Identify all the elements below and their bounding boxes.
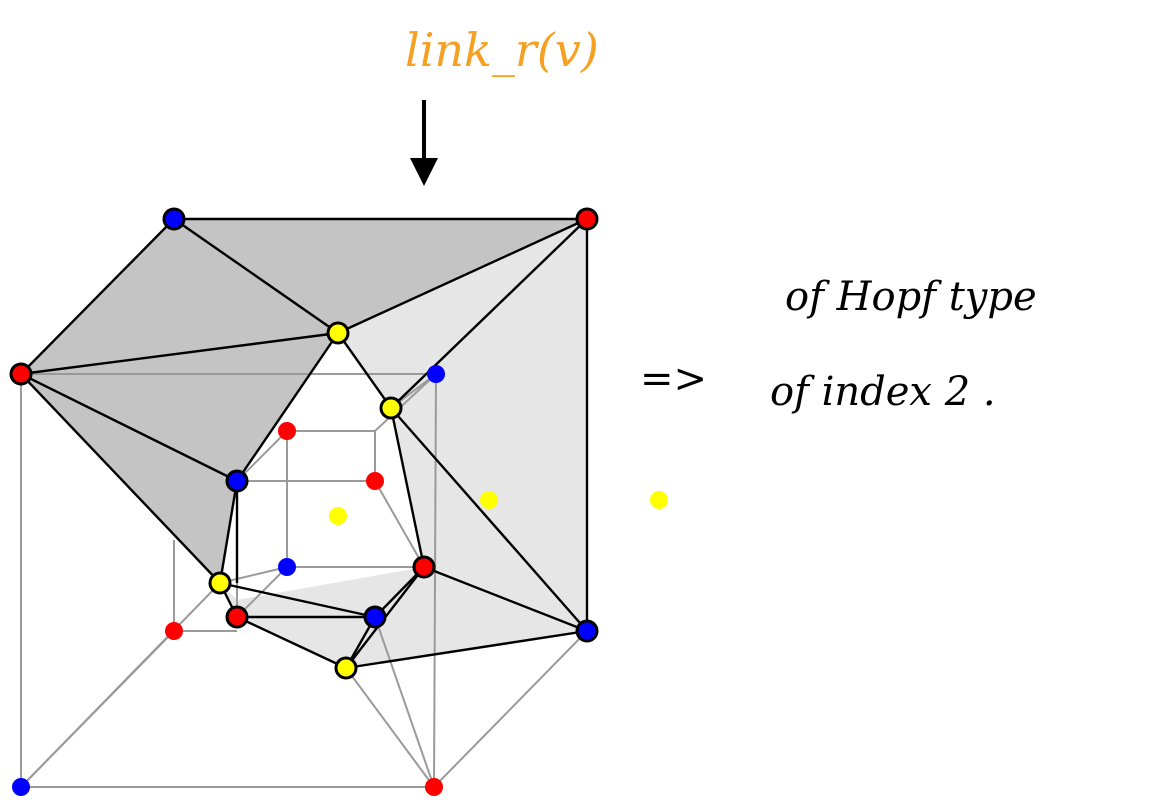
down-arrow-icon — [410, 100, 438, 186]
vertex-yellow — [334, 656, 358, 680]
vertex-yellow — [326, 321, 350, 345]
note-line-2: of index 2 . — [770, 369, 996, 415]
plain-vertices — [12, 365, 668, 796]
vertex-yellow — [650, 491, 668, 509]
vertex-red — [278, 422, 296, 440]
dark-face-top — [174, 219, 587, 333]
vertex-blue — [427, 365, 445, 383]
dark-face-left-mid — [21, 333, 338, 481]
note-line-1: of Hopf type — [785, 274, 1037, 320]
vertex-red — [575, 207, 599, 231]
vertex-red — [366, 472, 384, 490]
vertex-blue — [12, 778, 30, 796]
black-edges — [20, 217, 589, 670]
vertex-blue — [225, 469, 249, 493]
vertex-red — [225, 605, 249, 629]
vertex-red — [425, 778, 443, 796]
dark-face-left-upper — [21, 219, 338, 374]
vertex-red — [165, 622, 183, 640]
vertex-blue — [575, 619, 599, 643]
vertex-yellow — [208, 571, 232, 595]
vertex-yellow — [379, 396, 403, 420]
implies-symbol: => — [640, 356, 707, 402]
link-vertices — [9, 207, 599, 680]
vertex-blue — [278, 558, 296, 576]
light-face-right — [338, 219, 587, 668]
link-label: link_r(v) — [405, 23, 599, 77]
shaded-faces — [21, 219, 587, 668]
vertex-yellow — [329, 507, 347, 525]
vertex-red — [9, 362, 33, 386]
vertex-yellow — [480, 491, 498, 509]
dark-face-left-lower — [21, 374, 237, 583]
vertex-blue — [162, 207, 186, 231]
vertex-red — [412, 555, 436, 579]
vertex-blue — [363, 605, 387, 629]
